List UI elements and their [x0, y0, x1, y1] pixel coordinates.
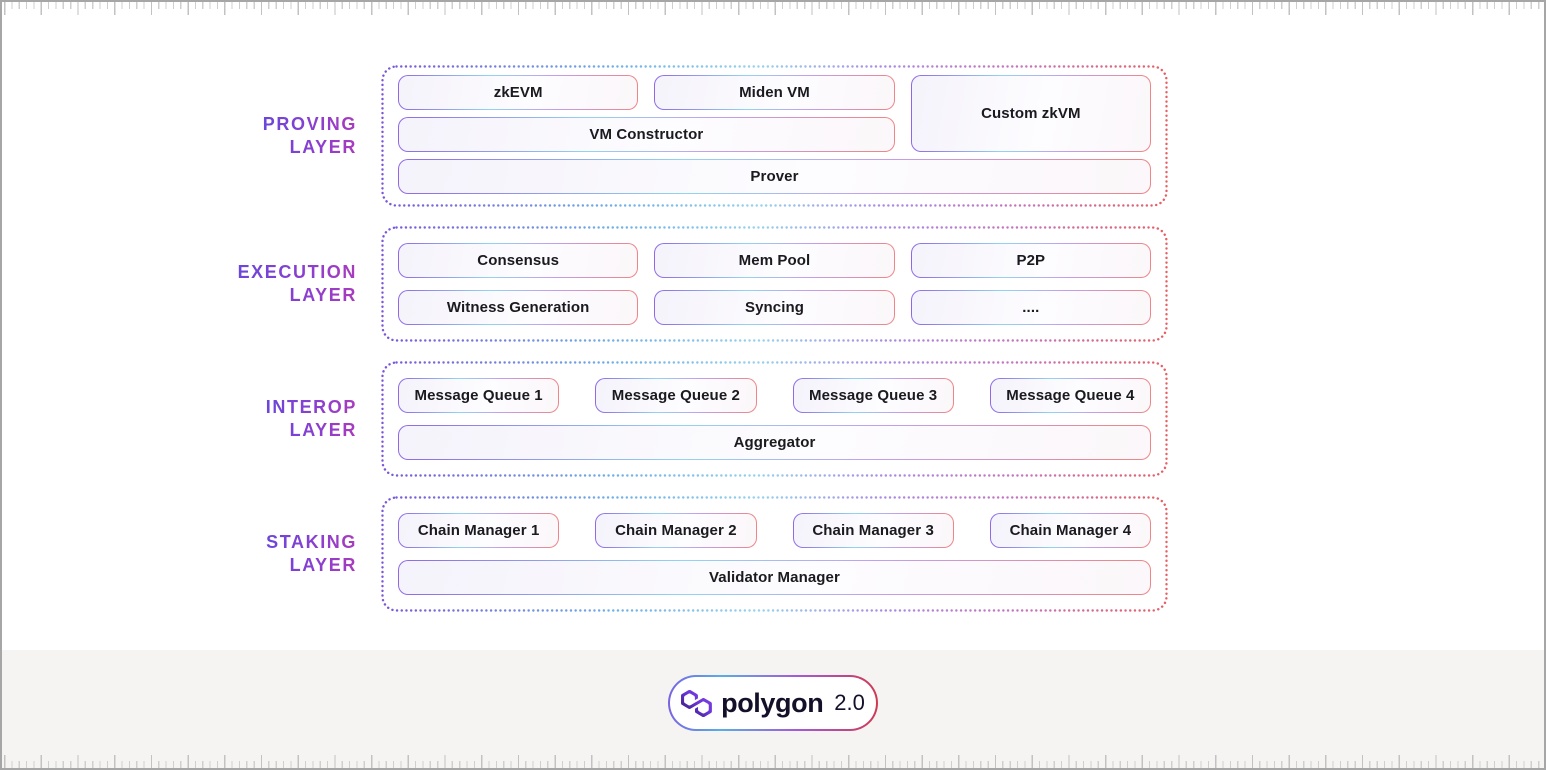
- top-ruler: [2, 2, 1544, 15]
- box-mem-pool: Mem Pool: [654, 243, 894, 278]
- box-consensus: Consensus: [398, 243, 638, 278]
- box-witness-generation: Witness Generation: [398, 290, 638, 325]
- footer-band: polygon 2.0: [2, 650, 1544, 768]
- brand-version: 2.0: [834, 690, 865, 715]
- polygon-logo-icon: [681, 689, 713, 717]
- layer-row-interop: INTEROP LAYER Message Queu: [2, 361, 1544, 477]
- box-p2p: P2P: [911, 243, 1151, 278]
- architecture-layers: PROVING LAYER zkEVM: [2, 65, 1544, 631]
- box-prover: Prover: [398, 159, 1151, 194]
- layer-label-staking: STAKING LAYER: [2, 531, 357, 577]
- layer-label-line: EXECUTION: [237, 262, 357, 282]
- execution-layer-container: Consensus Mem Pool P2P Witness Generatio…: [381, 226, 1168, 342]
- box-message-queue-2: Message Queue 2: [595, 378, 756, 413]
- box-message-queue-4: Message Queue 4: [990, 378, 1151, 413]
- polygon-brand-badge: polygon 2.0: [668, 675, 878, 731]
- layer-label-line: INTEROP: [265, 397, 357, 417]
- layer-label-line: LAYER: [289, 137, 357, 157]
- layer-label-execution: EXECUTION LAYER: [2, 261, 357, 307]
- box-zkevm: zkEVM: [398, 75, 638, 110]
- box-validator-manager: Validator Manager: [398, 560, 1151, 595]
- layer-label-proving: PROVING LAYER: [2, 113, 357, 159]
- proving-layer-container: zkEVM Miden VM Custom zkVM VM Constructo…: [381, 65, 1168, 207]
- staking-layer-container: Chain Manager 1 Chain Manager 2 Chain Ma…: [381, 496, 1168, 612]
- brand-name: polygon: [721, 687, 824, 718]
- layer-label-line: LAYER: [289, 420, 357, 440]
- layer-label-line: LAYER: [289, 555, 357, 575]
- box-miden-vm: Miden VM: [654, 75, 894, 110]
- box-custom-zkvm: Custom zkVM: [911, 75, 1151, 152]
- box-message-queue-1: Message Queue 1: [398, 378, 559, 413]
- box-chain-manager-2: Chain Manager 2: [595, 513, 756, 548]
- layer-label-line: LAYER: [289, 285, 357, 305]
- layer-row-staking: STAKING LAYER Chain Manage: [2, 496, 1544, 612]
- box-vm-constructor: VM Constructor: [398, 117, 895, 152]
- layer-row-execution: EXECUTION LAYER Consensus: [2, 226, 1544, 342]
- interop-layer-container: Message Queue 1 Message Queue 2 Message …: [381, 361, 1168, 477]
- box-more-ellipsis: ....: [911, 290, 1151, 325]
- layer-label-line: STAKING: [266, 532, 357, 552]
- box-chain-manager-4: Chain Manager 4: [990, 513, 1151, 548]
- box-chain-manager-1: Chain Manager 1: [398, 513, 559, 548]
- layer-row-proving: PROVING LAYER zkEVM: [2, 65, 1544, 207]
- layer-label-interop: INTEROP LAYER: [2, 396, 357, 442]
- box-syncing: Syncing: [654, 290, 894, 325]
- box-aggregator: Aggregator: [398, 425, 1151, 460]
- box-chain-manager-3: Chain Manager 3: [793, 513, 954, 548]
- box-message-queue-3: Message Queue 3: [793, 378, 954, 413]
- layer-label-line: PROVING: [262, 114, 357, 134]
